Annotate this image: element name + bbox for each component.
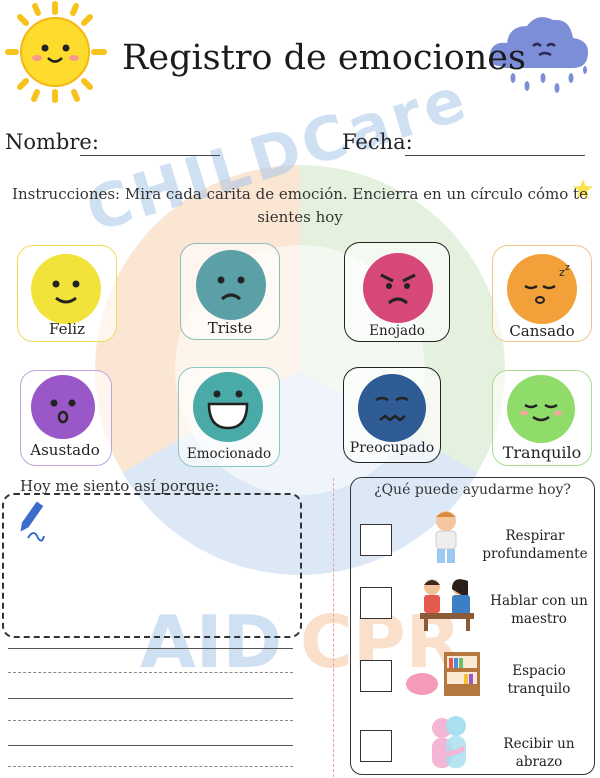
instructions-text: Instrucciones: Mira cada carita de emoci… — [12, 185, 588, 226]
writing-line-5[interactable] — [8, 745, 293, 746]
writing-line-2[interactable] — [8, 672, 293, 673]
rain-cloud-icon — [485, 8, 595, 103]
checkbox-espacio[interactable] — [360, 660, 392, 692]
emotion-label-preocupado: Preocupado — [349, 440, 435, 456]
help-options-box — [350, 477, 595, 775]
emotion-label-triste: Triste — [207, 319, 253, 337]
writing-line-4[interactable] — [8, 720, 293, 721]
checkbox-abrazo[interactable] — [360, 730, 392, 762]
emotion-label-enojado: Enojado — [369, 323, 425, 339]
writing-line-6[interactable] — [8, 766, 293, 767]
help-title: ¿Qué puede ayudarme hoy? — [374, 482, 571, 498]
reason-writing-box[interactable] — [2, 493, 302, 638]
page-title: Registro de emociones — [122, 38, 526, 78]
child-breathing-icon — [426, 507, 466, 567]
emotion-label-asustado: Asustado — [30, 441, 100, 459]
worried-face-icon — [358, 374, 426, 442]
help-label-respirar: Respirar profundamente — [482, 528, 588, 562]
emotion-card-tranquilo[interactable]: Tranquilo — [492, 370, 592, 466]
emotion-label-emocionado: Emocionado — [186, 446, 272, 462]
svg-text:z: z — [565, 263, 570, 273]
emotion-card-preocupado[interactable]: Preocupado — [343, 367, 441, 463]
emotion-card-enojado[interactable]: Enojado — [344, 242, 450, 342]
help-label-espacio: Espacio tranquilo — [507, 663, 571, 697]
name-label: Nombre: — [5, 130, 99, 154]
name-field[interactable] — [80, 155, 220, 156]
checkbox-hablar[interactable] — [360, 587, 392, 619]
hug-icon — [424, 714, 474, 774]
emotion-card-triste[interactable]: Triste — [180, 243, 280, 340]
angry-face-icon — [363, 253, 433, 323]
writing-line-1[interactable] — [8, 648, 293, 649]
section-divider — [333, 478, 334, 777]
help-label-abrazo: Recibir un abrazo — [503, 736, 575, 770]
quiet-space-icon — [404, 650, 484, 698]
emotion-label-tranquilo: Tranquilo — [502, 443, 582, 462]
emotion-card-feliz[interactable]: Feliz — [17, 245, 117, 342]
reason-label: Hoy me siento así porque: — [20, 477, 220, 495]
sad-face-icon — [196, 250, 266, 320]
emotion-label-feliz: Feliz — [49, 320, 85, 338]
scared-face-icon — [31, 375, 95, 439]
watermark-aid-text: AID — [140, 600, 283, 684]
writing-line-3[interactable] — [8, 698, 293, 699]
sun-icon — [0, 0, 115, 105]
emotion-card-emocionado[interactable]: Emocionado — [178, 367, 280, 467]
emotion-card-asustado[interactable]: Asustado — [20, 370, 112, 466]
date-label: Fecha: — [342, 130, 413, 154]
help-label-hablar: Hablar con un maestro — [490, 593, 588, 627]
crayon-icon — [8, 498, 48, 544]
calm-face-icon — [507, 375, 575, 443]
excited-face-icon — [193, 372, 263, 442]
teacher-talk-icon — [416, 575, 478, 633]
svg-text:z: z — [559, 266, 565, 279]
checkbox-respirar[interactable] — [360, 524, 392, 556]
date-field[interactable] — [405, 155, 585, 156]
happy-face-icon — [31, 254, 101, 324]
emotion-label-cansado: Cansado — [509, 322, 575, 340]
star-icon — [572, 178, 594, 200]
